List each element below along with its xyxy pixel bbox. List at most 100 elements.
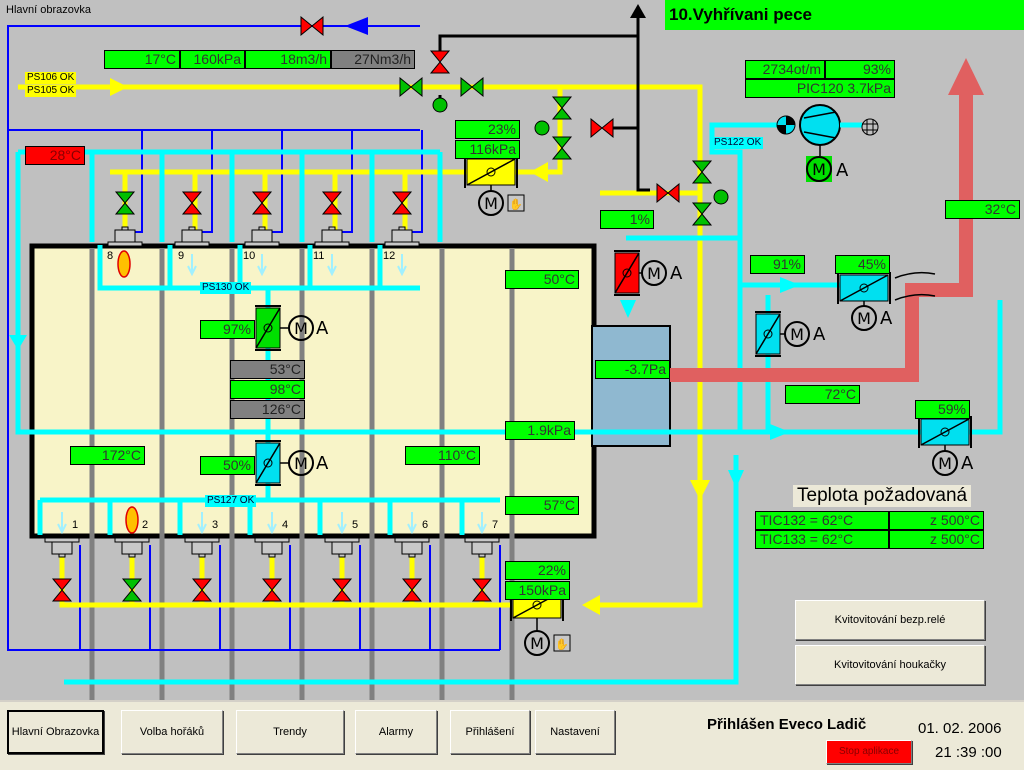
valve-icon[interactable] bbox=[552, 96, 572, 120]
nav-burner-select[interactable]: Volba hořáků bbox=[121, 710, 223, 754]
nav-main-screen[interactable]: Hlavní Obrazovka bbox=[7, 710, 104, 754]
valve-icon[interactable] bbox=[590, 118, 614, 138]
air-arrow-icon bbox=[620, 300, 636, 318]
valve-icon[interactable] bbox=[692, 160, 712, 184]
gas-temp-value: 17°C bbox=[104, 50, 180, 69]
burner-valve-11[interactable] bbox=[322, 191, 342, 215]
damper-recuperator[interactable] bbox=[754, 311, 782, 357]
nav-settings[interactable]: Nastavení bbox=[535, 710, 615, 754]
recup-damper3-opening: 59% bbox=[915, 400, 970, 419]
burner-valve-9[interactable] bbox=[182, 191, 202, 215]
gas-pressure-value: 160kPa bbox=[180, 50, 245, 69]
air-arrow-icon bbox=[770, 424, 790, 440]
burner-head-icon bbox=[184, 537, 220, 558]
motor-links bbox=[280, 185, 946, 631]
current-time: 21 :39 :00 bbox=[935, 744, 1002, 761]
flue-chamber bbox=[591, 325, 671, 447]
setpoint-row-1-target[interactable]: z 500°C bbox=[889, 511, 984, 530]
bottom-navigation-bar: Hlavní Obrazovka Volba hořáků Trendy Ala… bbox=[0, 700, 1024, 770]
temp-stack-1: 53°C bbox=[230, 360, 305, 379]
burner-num-10: 10 bbox=[243, 250, 256, 262]
air-filter-icon bbox=[861, 118, 879, 136]
burner-valve-6[interactable] bbox=[402, 578, 422, 602]
fan-output-value: 93% bbox=[825, 60, 895, 79]
flue-temp-top: 32°C bbox=[945, 200, 1020, 219]
motor-icon bbox=[641, 260, 667, 286]
burner-num-9: 9 bbox=[178, 250, 185, 262]
ack-safety-relay-button[interactable]: Kvitovitování bezp.relé bbox=[795, 600, 985, 640]
sensor-icon bbox=[534, 120, 550, 136]
burner-head-icon bbox=[384, 226, 420, 247]
burner-head-icon bbox=[174, 226, 210, 247]
screen-label: Hlavní obrazovka bbox=[6, 4, 91, 16]
setpoint-row-2-tag[interactable]: TIC133 = 62°C bbox=[755, 530, 889, 549]
burner-valve-12[interactable] bbox=[392, 191, 412, 215]
svg-text:✋: ✋ bbox=[555, 638, 569, 651]
svg-text:A: A bbox=[316, 453, 329, 474]
burner-num-3: 3 bbox=[212, 519, 219, 531]
damper-lower[interactable] bbox=[254, 440, 282, 486]
valve-icon[interactable] bbox=[460, 77, 484, 97]
recup-damper1-opening: 91% bbox=[750, 255, 805, 274]
burner-valve-1[interactable] bbox=[52, 578, 72, 602]
sensor-icon bbox=[432, 97, 448, 113]
burner-valve-7[interactable] bbox=[472, 578, 492, 602]
burner-valve-10[interactable] bbox=[252, 191, 272, 215]
valve-icon[interactable] bbox=[300, 16, 324, 36]
valve-icon[interactable] bbox=[692, 202, 712, 226]
manual-hand-icon[interactable]: ✋ bbox=[553, 634, 571, 652]
valve-icon[interactable] bbox=[430, 50, 450, 74]
svg-text:A: A bbox=[813, 324, 826, 345]
nav-login[interactable]: Přihlášení bbox=[450, 710, 530, 754]
svg-text:✋: ✋ bbox=[509, 198, 523, 211]
motor-icon bbox=[524, 630, 550, 656]
stop-application-button[interactable]: Stop aplikace bbox=[826, 740, 912, 764]
burner-num-5: 5 bbox=[352, 519, 359, 531]
lower-gas-valve-pressure: 150kPa bbox=[505, 581, 570, 600]
burner-valve-3[interactable] bbox=[192, 578, 212, 602]
manual-hand-icon[interactable]: ✋ bbox=[507, 194, 525, 212]
fan-icon[interactable] bbox=[799, 104, 841, 158]
burner-num-7: 7 bbox=[492, 519, 499, 531]
svg-text:A: A bbox=[961, 453, 974, 474]
recup-damper2-opening: 45% bbox=[835, 255, 890, 274]
gas-normflow-value: 27Nm3/h bbox=[331, 50, 415, 69]
control-lines bbox=[7, 25, 501, 651]
damper-return[interactable] bbox=[918, 415, 972, 449]
valve-icon[interactable] bbox=[656, 183, 680, 203]
burner-num-11: 11 bbox=[313, 250, 325, 262]
ps106-status: PS106 OK bbox=[25, 72, 77, 84]
burner-num-8: 8 bbox=[107, 250, 114, 262]
burner-valve-2[interactable] bbox=[122, 578, 142, 602]
damper-fresh-air[interactable] bbox=[837, 271, 891, 305]
setpoint-row-1-tag[interactable]: TIC132 = 62°C bbox=[755, 511, 889, 530]
upper-gas-valve-pressure: 116kPa bbox=[455, 140, 520, 159]
nav-trends[interactable]: Trendy bbox=[236, 710, 344, 754]
burner-valve-8[interactable] bbox=[115, 191, 135, 215]
recup-flue-temp: 72°C bbox=[785, 385, 860, 404]
ambient-temp-value: 28°C bbox=[25, 146, 85, 165]
chamber-pressure: -3.7Pa bbox=[595, 360, 670, 379]
burner-valve-4[interactable] bbox=[262, 578, 282, 602]
air-arrow-icon bbox=[9, 335, 27, 350]
damper-upper[interactable] bbox=[254, 305, 282, 351]
gas-arrow-icon bbox=[530, 162, 548, 182]
burner-valve-5[interactable] bbox=[332, 578, 352, 602]
temp-stack-2: 98°C bbox=[230, 380, 305, 399]
ack-horn-button[interactable]: Kvitovitování houkačky bbox=[795, 645, 985, 685]
motor-icon bbox=[851, 305, 877, 331]
burner-head-icon bbox=[324, 537, 360, 558]
valve-icon[interactable] bbox=[399, 77, 423, 97]
flame-icon bbox=[125, 506, 139, 534]
damper-chamber[interactable] bbox=[613, 250, 641, 296]
nav-alarms[interactable]: Alarmy bbox=[355, 710, 437, 754]
setpoint-row-2-target[interactable]: z 500°C bbox=[889, 530, 984, 549]
flame-icon bbox=[117, 250, 131, 278]
motor-icon bbox=[478, 190, 504, 216]
gas-control-valve-upper[interactable] bbox=[464, 155, 518, 189]
gas-arrow-icon bbox=[690, 480, 710, 500]
valve-icon[interactable] bbox=[552, 136, 572, 160]
current-date: 01. 02. 2006 bbox=[918, 720, 1002, 737]
upper-damper-opening: 97% bbox=[200, 320, 255, 339]
lower-gas-valve-opening: 22% bbox=[505, 561, 570, 580]
